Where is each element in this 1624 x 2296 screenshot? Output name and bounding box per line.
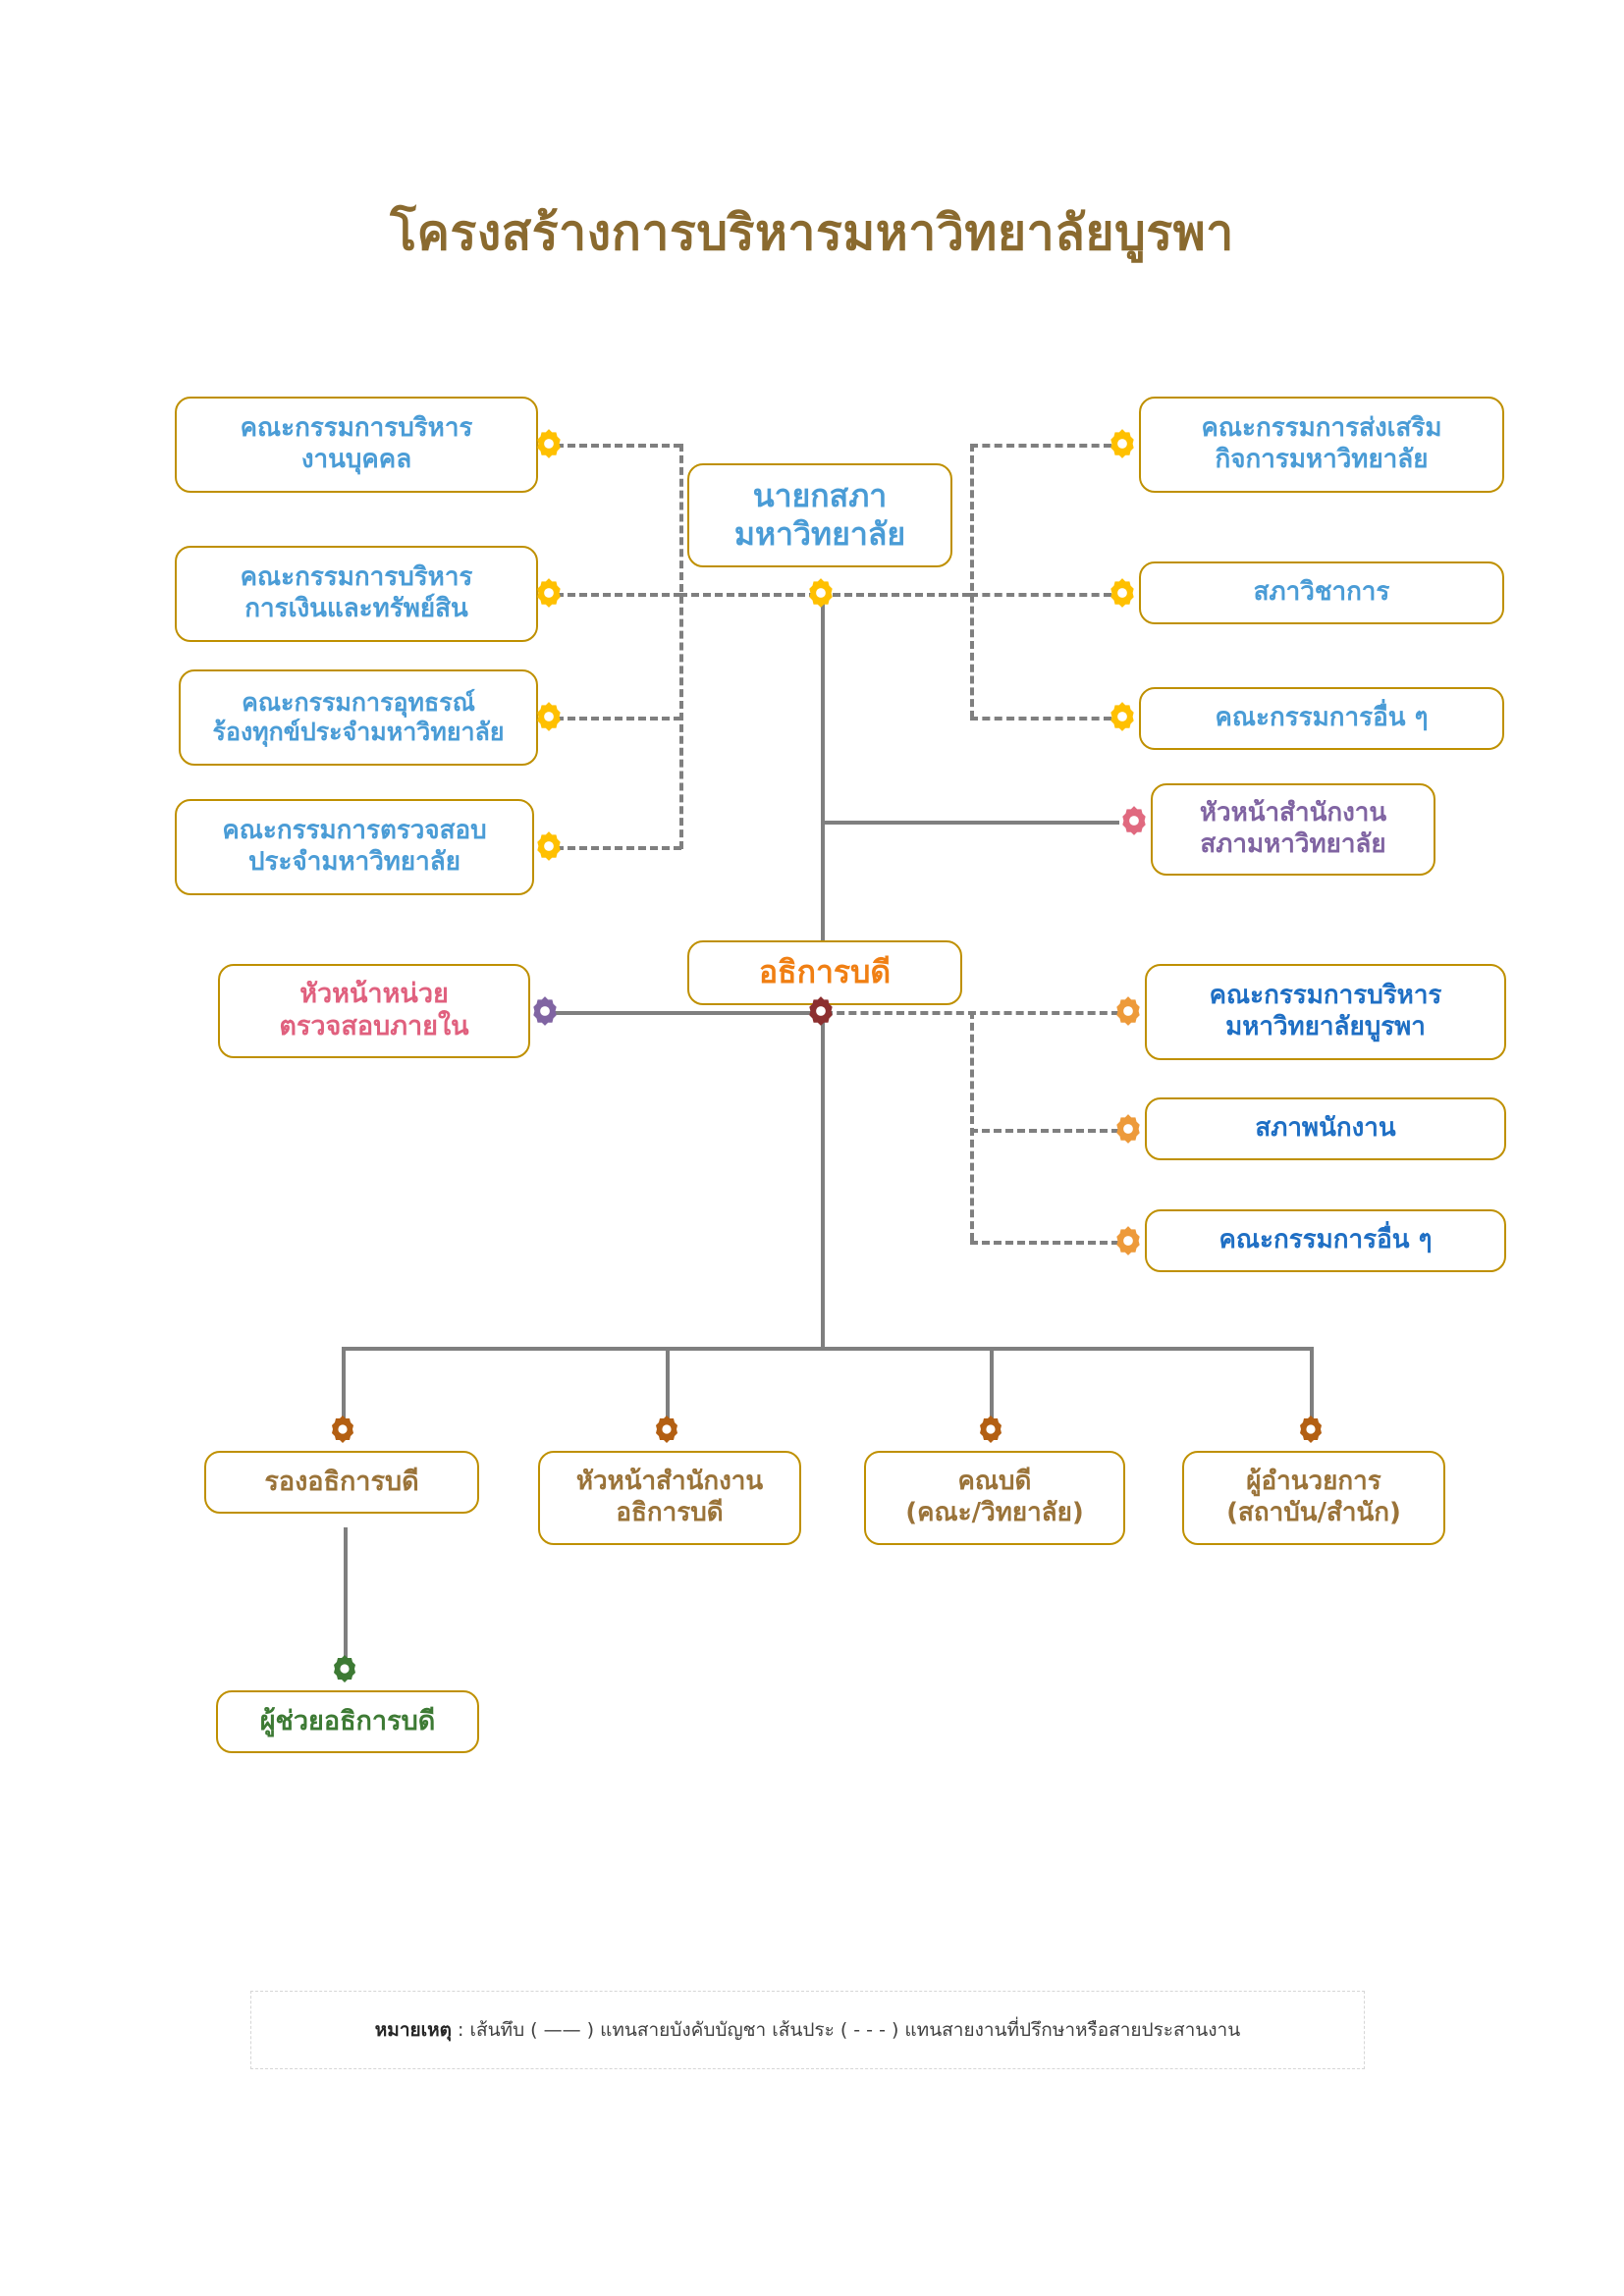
gear-icon-brown xyxy=(651,1414,682,1445)
president-down-line xyxy=(821,1011,825,1349)
node-council-office-head[interactable]: หัวหน้าสำนักงาน สภามหาวิทยาลัย xyxy=(1151,783,1435,876)
vice-to-assistant-line xyxy=(344,1527,348,1665)
bottom-drop-1 xyxy=(342,1347,346,1427)
node-label: คณะกรรมการอื่น ๆ xyxy=(1215,703,1429,733)
gear-icon-yellow xyxy=(532,427,566,460)
node-label: รองอธิการบดี xyxy=(264,1466,419,1497)
node-label: คณะกรรมการบริหาร งานบุคคล xyxy=(240,413,473,474)
gear-icon-green xyxy=(329,1653,360,1684)
gear-icon-brown xyxy=(975,1414,1006,1445)
node-label: สภาพนักงาน xyxy=(1255,1113,1396,1144)
node-personnel-admin-committee[interactable]: คณะกรรมการบริหาร งานบุคคล xyxy=(175,397,538,493)
bottom-drop-3 xyxy=(990,1347,994,1427)
council-right-stub-3 xyxy=(970,717,1111,721)
bottom-drop-4 xyxy=(1310,1347,1314,1427)
node-dean[interactable]: คณบดี (คณะ/วิทยาลัย) xyxy=(864,1451,1125,1545)
internal-audit-line xyxy=(550,1011,823,1015)
council-left-stub-2 xyxy=(556,593,681,597)
node-university-audit-committee[interactable]: คณะกรรมการตรวจสอบ ประจำมหาวิทยาลัย xyxy=(175,799,534,895)
node-label: สภาวิชาการ xyxy=(1253,577,1390,608)
node-label: คณะกรรมการบริหาร มหาวิทยาลัยบูรพา xyxy=(1209,981,1442,1041)
node-label: คณะกรรมการตรวจสอบ ประจำมหาวิทยาลัย xyxy=(222,816,487,877)
gear-icon-yellow xyxy=(532,700,566,733)
node-director[interactable]: ผู้อำนวยการ (สถาบัน/สำนัก) xyxy=(1182,1451,1445,1545)
node-council-chairman[interactable]: นายกสภา มหาวิทยาลัย xyxy=(687,463,952,567)
node-internal-audit-head[interactable]: หัวหน้าหน่วย ตรวจสอบภายใน xyxy=(218,964,530,1058)
node-president-other-committees[interactable]: คณะกรรมการอื่น ๆ xyxy=(1145,1209,1506,1272)
node-label: นายกสภา มหาวิทยาลัย xyxy=(733,476,906,553)
council-right-bus-line xyxy=(970,444,974,719)
council-left-stub-3 xyxy=(556,717,681,721)
gear-icon-purple xyxy=(528,994,562,1028)
gear-icon-pink xyxy=(1117,804,1151,837)
gear-icon-darkred xyxy=(804,994,838,1028)
council-left-stub-4 xyxy=(556,846,681,850)
node-label: คณะกรรมการส่งเสริม กิจการมหาวิทยาลัย xyxy=(1201,413,1442,474)
node-appeals-grievance-committee[interactable]: คณะกรรมการอุทธรณ์ ร้องทุกข์ประจำมหาวิทยา… xyxy=(179,669,538,766)
node-label: คณบดี (คณะ/วิทยาลัย) xyxy=(905,1467,1084,1527)
council-office-head-line xyxy=(821,821,1119,825)
gear-icon-brown xyxy=(1295,1414,1326,1445)
node-finance-assets-committee[interactable]: คณะกรรมการบริหาร การเงินและทรัพย์สิน xyxy=(175,546,538,642)
council-left-bus-line xyxy=(679,444,683,849)
gear-icon-yellow xyxy=(532,829,566,863)
footnote-body: : เส้นทึบ ( —— ) แทนสายบังคับบัญชา เส้นป… xyxy=(452,2019,1241,2041)
node-president-office-head[interactable]: หัวหน้าสำนักงาน อธิการบดี xyxy=(538,1451,801,1545)
bottom-drop-2 xyxy=(666,1347,670,1427)
footnote-box: หมายเหตุ : เส้นทึบ ( —— ) แทนสายบังคับบั… xyxy=(250,1991,1365,2069)
council-to-president-line xyxy=(821,595,825,1011)
president-right-bus-line xyxy=(970,1011,974,1241)
gear-icon-orange xyxy=(1111,994,1145,1028)
council-right-stub-2 xyxy=(970,593,1111,597)
gear-icon-yellow xyxy=(1106,427,1139,460)
node-label: คณะกรรมการอุทธรณ์ ร้องทุกข์ประจำมหาวิทยา… xyxy=(212,687,505,747)
node-label: หัวหน้าหน่วย ตรวจสอบภายใน xyxy=(279,979,469,1041)
page-title: โครงสร้างการบริหารมหาวิทยาลัยบูรพา xyxy=(390,204,1234,261)
node-label: หัวหน้าสำนักงาน อธิการบดี xyxy=(575,1467,764,1527)
footnote-heading: หมายเหตุ xyxy=(374,2019,452,2041)
gear-icon-orange xyxy=(1111,1224,1145,1257)
council-left-stub-1 xyxy=(556,444,681,448)
gear-icon-brown xyxy=(327,1414,358,1445)
gear-icon-yellow xyxy=(532,576,566,610)
bottom-bus-line xyxy=(342,1347,1314,1351)
node-university-promotion-committee[interactable]: คณะกรรมการส่งเสริม กิจการมหาวิทยาลัย xyxy=(1139,397,1504,493)
node-vice-president[interactable]: รองอธิการบดี xyxy=(204,1451,479,1514)
node-assistant-president[interactable]: ผู้ช่วยอธิการบดี xyxy=(216,1690,479,1753)
footnote-text: หมายเหตุ : เส้นทึบ ( —— ) แทนสายบังคับบั… xyxy=(375,2015,1240,2045)
node-label: ผู้ช่วยอธิการบดี xyxy=(259,1705,436,1736)
node-council-other-committees[interactable]: คณะกรรมการอื่น ๆ xyxy=(1139,687,1504,750)
gear-icon-orange xyxy=(1111,1112,1145,1146)
node-president[interactable]: อธิการบดี xyxy=(687,940,962,1005)
node-label: หัวหน้าสำนักงาน สภามหาวิทยาลัย xyxy=(1199,798,1387,859)
president-right-stub-3 xyxy=(970,1241,1119,1245)
node-label: คณะกรรมการบริหาร การเงินและทรัพย์สิน xyxy=(240,562,473,623)
president-right-stub-2 xyxy=(970,1129,1119,1133)
gear-icon-yellow xyxy=(1106,700,1139,733)
node-label: คณะกรรมการอื่น ๆ xyxy=(1218,1225,1433,1255)
gear-icon-yellow xyxy=(1106,576,1139,610)
node-label: ผู้อำนวยการ (สถาบัน/สำนัก) xyxy=(1226,1467,1401,1527)
node-university-executive-committee[interactable]: คณะกรรมการบริหาร มหาวิทยาลัยบูรพา xyxy=(1145,964,1506,1060)
gear-icon-yellow xyxy=(804,576,838,610)
node-academic-council[interactable]: สภาวิชาการ xyxy=(1139,561,1504,624)
node-staff-council[interactable]: สภาพนักงาน xyxy=(1145,1097,1506,1160)
council-right-stub-1 xyxy=(970,444,1111,448)
node-label: อธิการบดี xyxy=(758,953,892,991)
